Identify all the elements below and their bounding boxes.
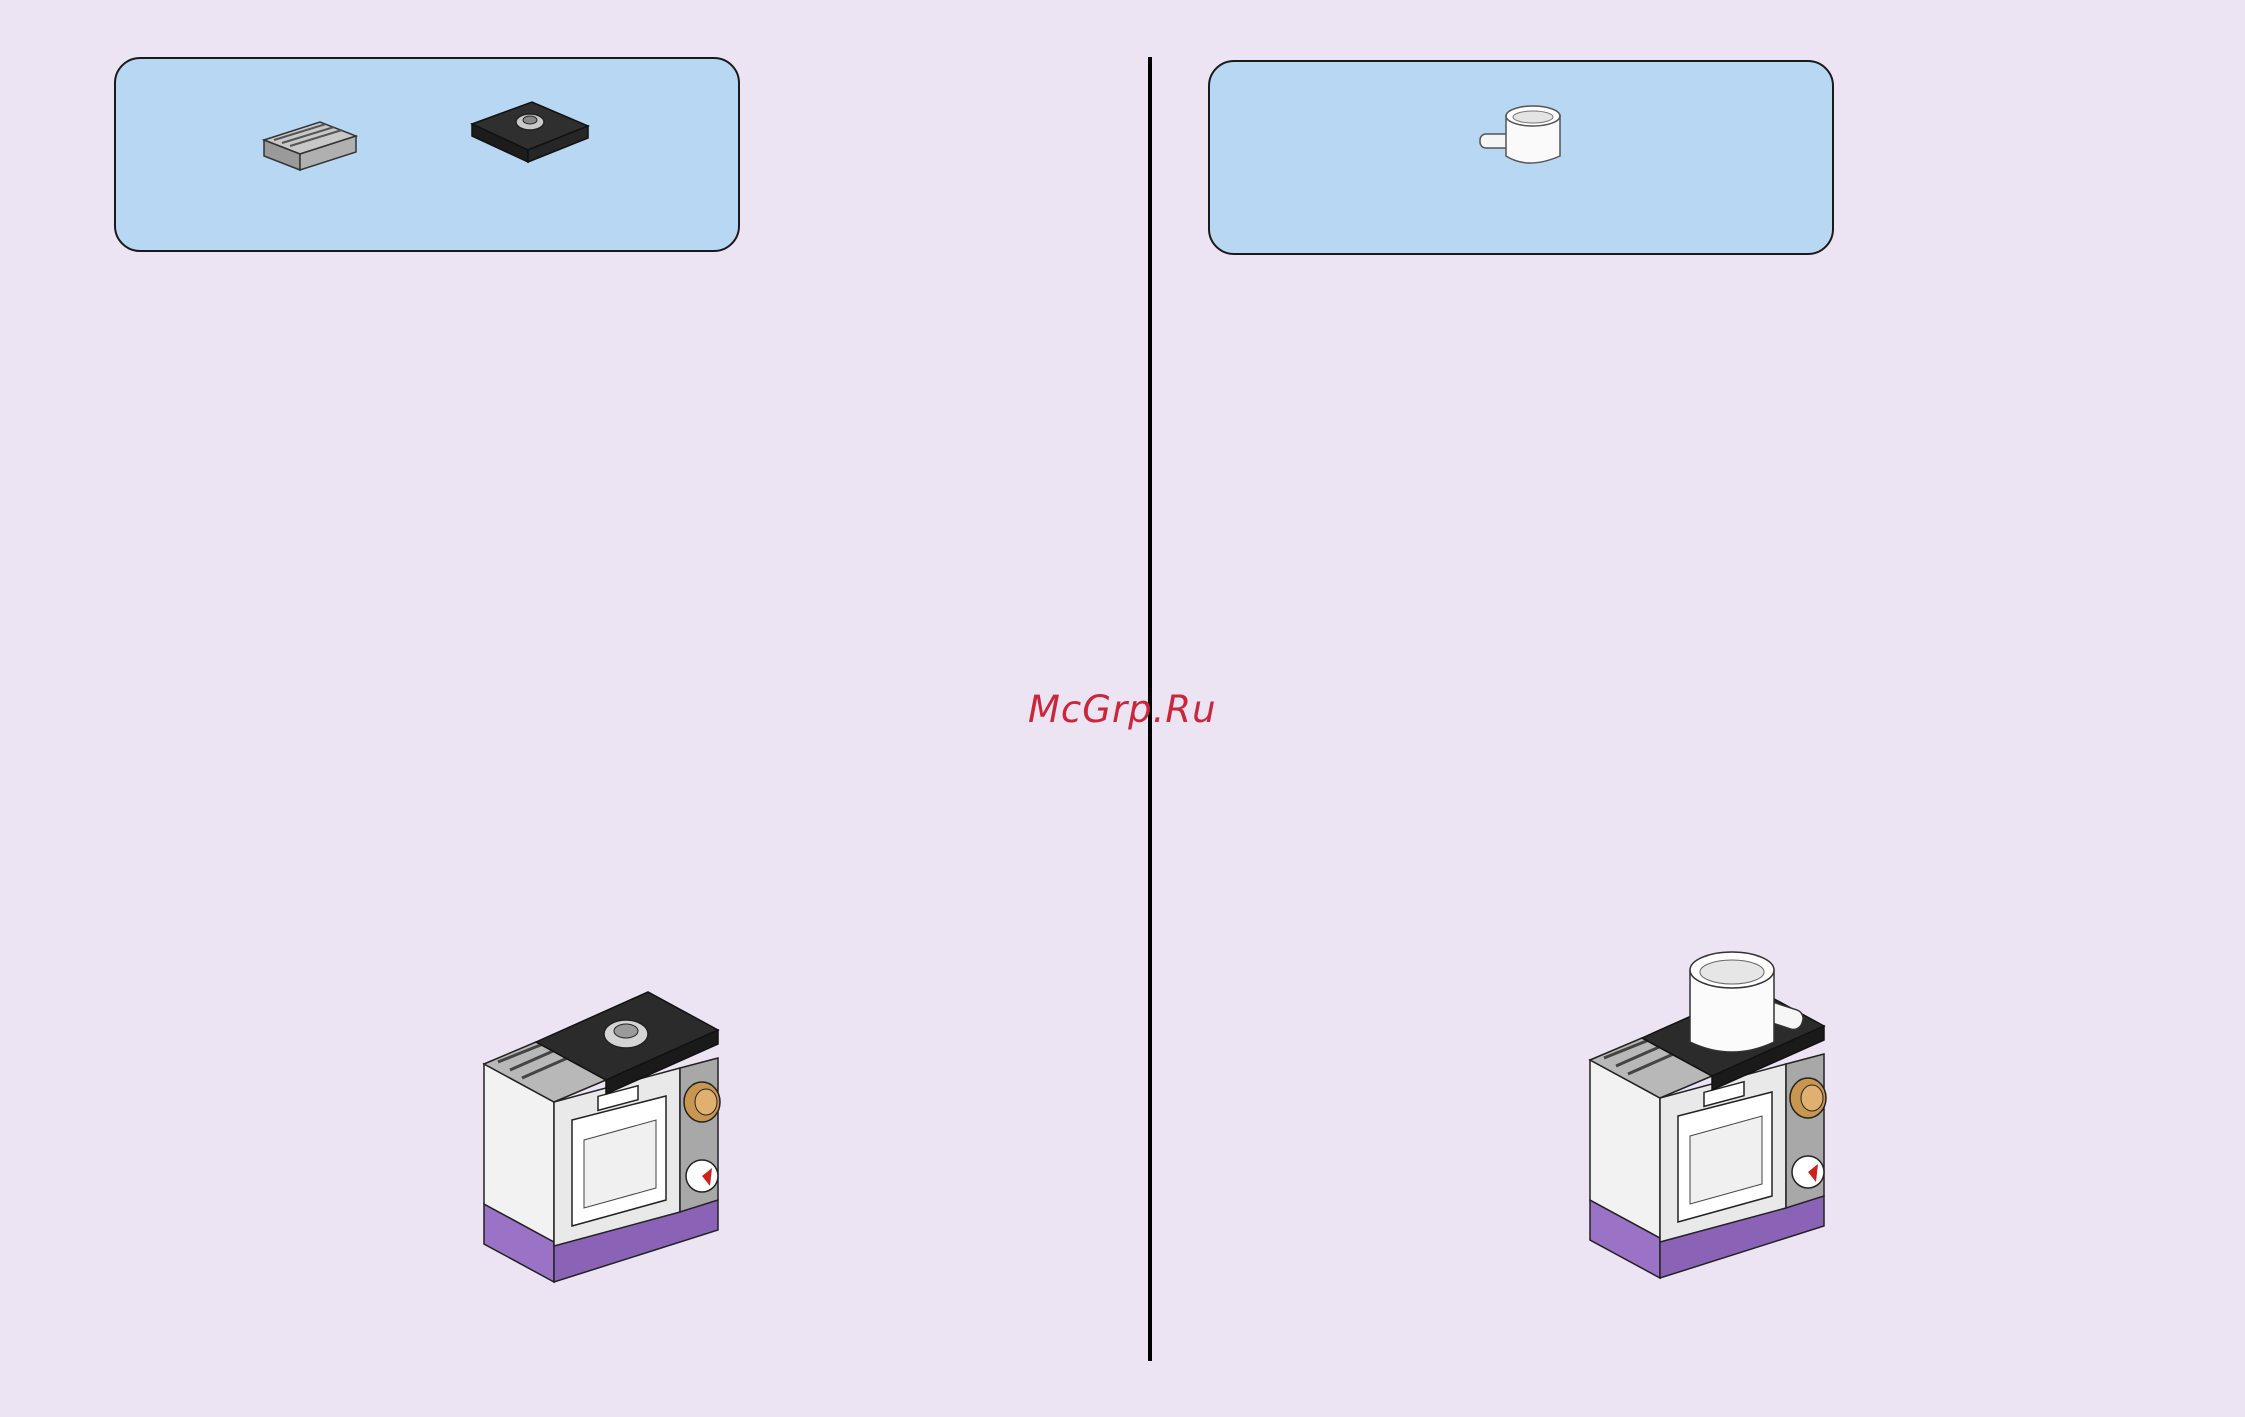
- stove-model-step-1: [480, 990, 730, 1290]
- parts-callout-step-1: [114, 57, 740, 252]
- grille-tile-part-icon: [260, 112, 360, 178]
- white-pan-part-icon: [1476, 100, 1566, 180]
- stove-model-step-2: [1586, 946, 1836, 1286]
- watermark-text: McGrp.Ru: [1028, 688, 1217, 731]
- jumper-plate-part-icon: [470, 96, 590, 176]
